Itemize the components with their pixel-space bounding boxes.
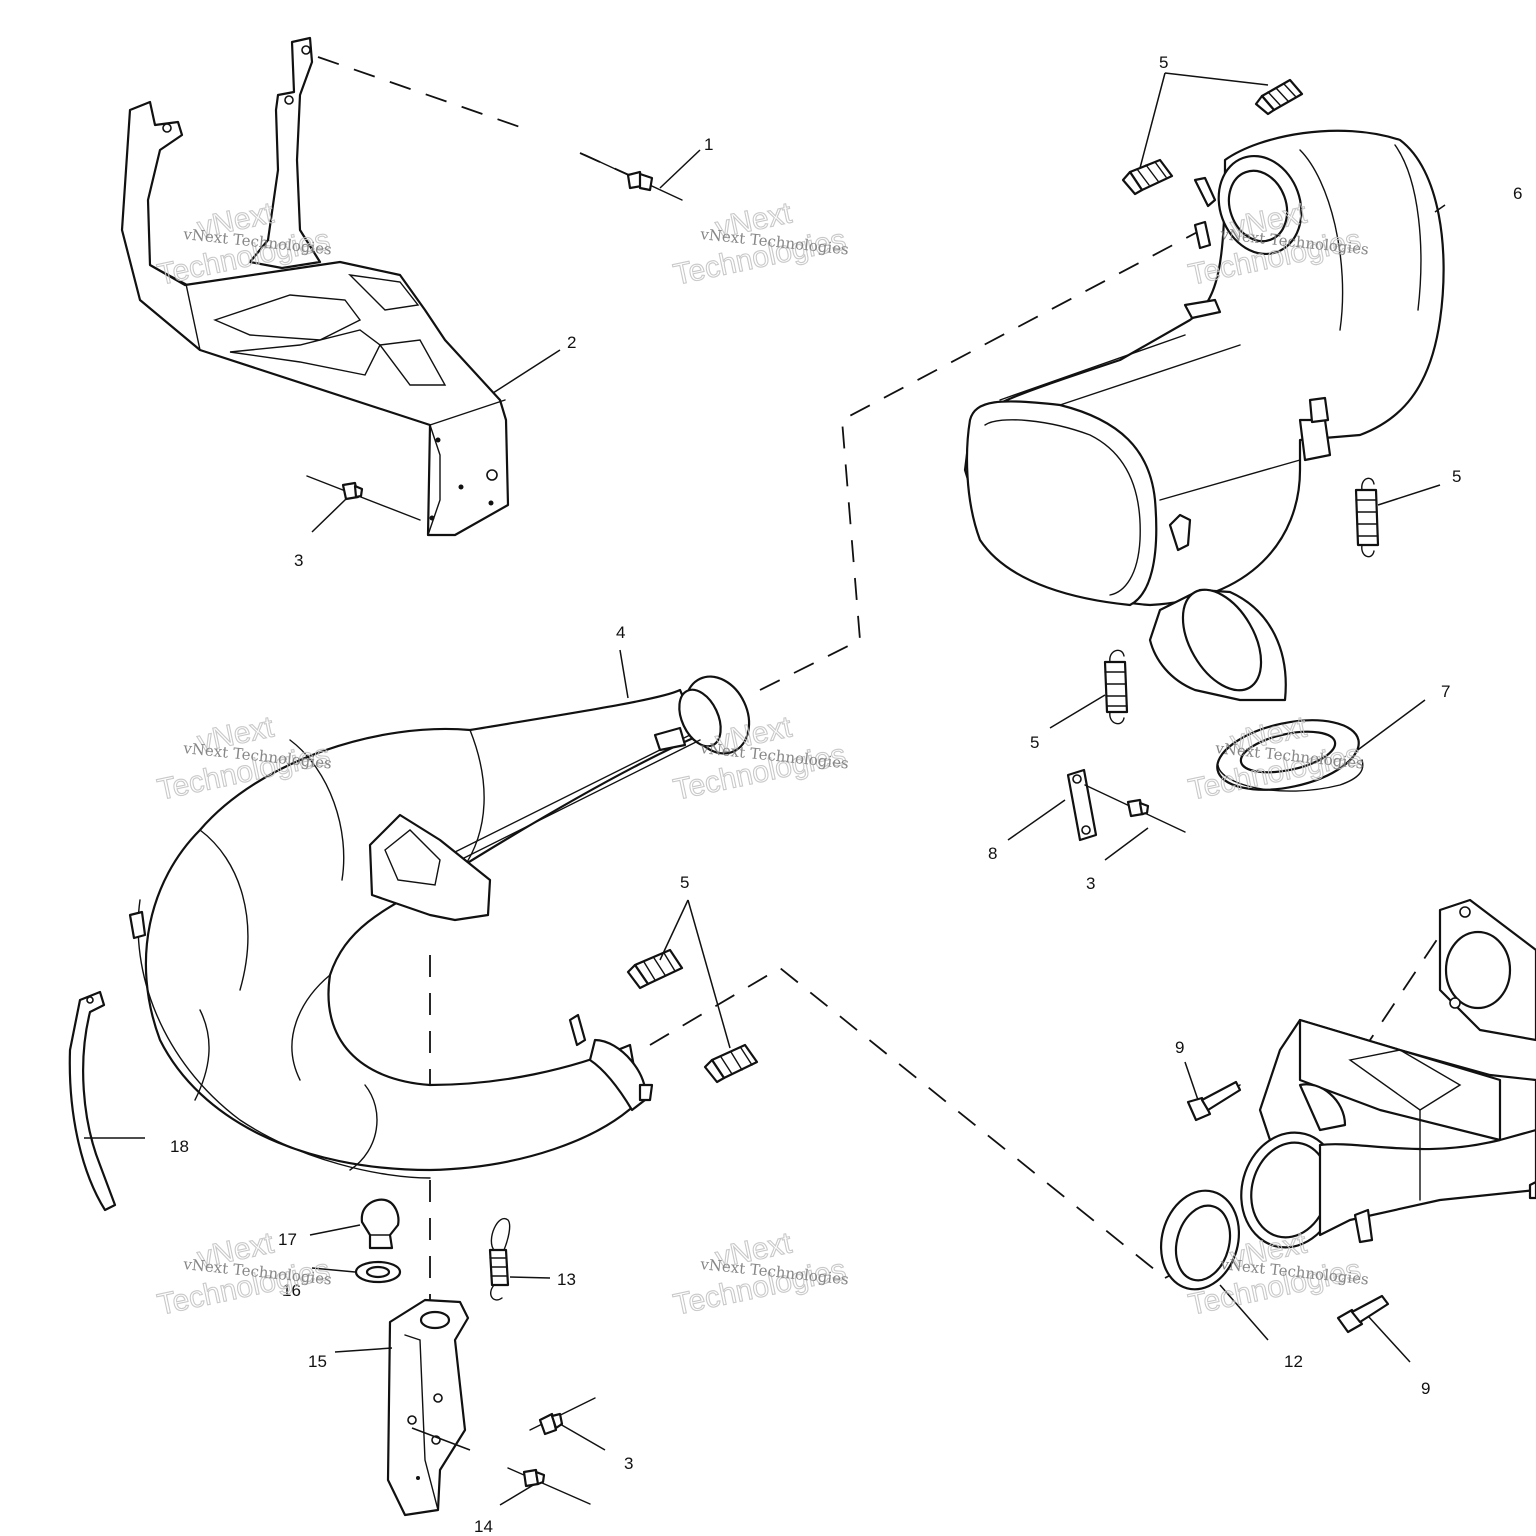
part-5-spring-mid-upper <box>626 948 684 990</box>
callout-13: 13 <box>557 1270 576 1289</box>
part-5-spring-top-right <box>1254 78 1304 116</box>
callout-16: 16 <box>282 1281 301 1300</box>
callout-8: 8 <box>988 844 997 863</box>
part-5-spring-lower <box>1103 649 1129 725</box>
part-9-bolt-upper <box>1186 1080 1242 1122</box>
part-5-spring-right <box>1354 477 1380 558</box>
callout-labels: 1 2 3 4 5 6 5 5 7 8 3 5 9 18 17 16 13 15… <box>170 53 1522 1536</box>
callout-4: 4 <box>616 623 625 642</box>
callout-9-lower: 9 <box>1421 1379 1430 1398</box>
leader-lines <box>84 72 1446 1506</box>
part-6-silencer <box>963 129 1445 702</box>
part-4-expansion-chamber <box>128 675 751 1179</box>
part-3-screw-top <box>306 475 421 521</box>
callout-18: 18 <box>170 1137 189 1156</box>
part-18-strap <box>68 990 117 1212</box>
part-3-screw-lower <box>529 1397 596 1436</box>
part-1-rivet <box>584 154 683 201</box>
callout-9-upper: 9 <box>1175 1038 1184 1057</box>
callout-5-middle: 5 <box>680 873 689 892</box>
part-5-spring-mid-lower <box>703 1043 759 1084</box>
part-16-washer <box>354 1260 402 1284</box>
callout-2: 2 <box>567 333 576 352</box>
callout-5-lower: 5 <box>1030 733 1039 752</box>
watermark-bottom-middle: vNext Technologies vNext Technologies <box>670 1226 850 1322</box>
callout-17: 17 <box>278 1230 297 1249</box>
watermark-top-middle: vNext Technologies vNext Technologies <box>670 196 850 292</box>
part-14-screw <box>507 1467 591 1505</box>
part-manifold-assembly <box>1240 898 1536 1249</box>
callout-3-top: 3 <box>294 551 303 570</box>
callout-15: 15 <box>308 1352 327 1371</box>
callout-12: 12 <box>1284 1352 1303 1371</box>
watermark-bottom-left: vNext Technologies vNext Technologies <box>154 1226 333 1322</box>
part-15-lower-bracket <box>386 1298 470 1517</box>
callout-7: 7 <box>1441 682 1450 701</box>
callout-6: 6 <box>1513 184 1522 203</box>
part-8-plate <box>1066 768 1098 842</box>
part-17-grommet <box>360 1198 400 1250</box>
callout-5-right: 5 <box>1452 467 1461 486</box>
part-3-screw-right <box>1084 784 1186 833</box>
callout-3-lower: 3 <box>624 1454 633 1473</box>
part-12-gasket-ring <box>1159 1189 1241 1291</box>
callout-5-top: 5 <box>1159 53 1168 72</box>
part-7-gasket <box>1216 719 1364 792</box>
part-5-spring-top-left <box>1121 158 1174 196</box>
part-9-bolt-lower <box>1336 1294 1390 1334</box>
part-2-mounting-bracket <box>120 36 510 537</box>
callout-14: 14 <box>474 1517 493 1536</box>
callout-3-right: 3 <box>1086 874 1095 893</box>
callout-1: 1 <box>704 135 713 154</box>
part-13-spring <box>488 1217 511 1301</box>
